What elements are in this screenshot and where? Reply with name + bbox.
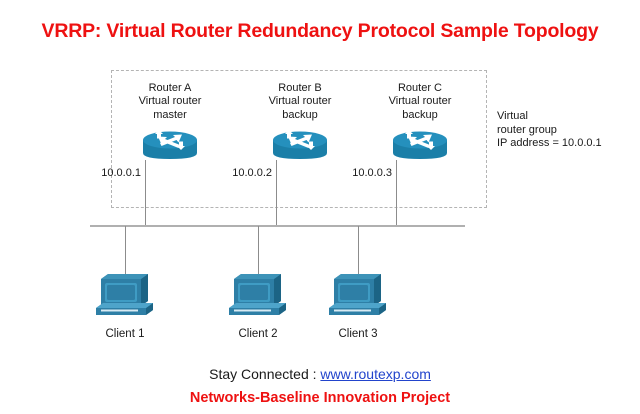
router-icon <box>393 129 447 159</box>
virtual-router-group-box <box>111 70 487 208</box>
router-a-role-line-2: master <box>153 108 187 121</box>
router-b-role-line-1: Virtual router <box>268 95 332 108</box>
router-icon <box>273 129 327 159</box>
workstation-icon <box>229 274 286 315</box>
group-caption-line-1: Virtual <box>497 110 528 122</box>
page-title: VRRP: Virtual Router Redundancy Protocol… <box>41 20 599 42</box>
virtual-router-group-caption: Virtual router group IP address = 10.0.0… <box>497 110 602 151</box>
router-b-name: Router B <box>278 82 322 94</box>
client-node-2: Client 2 <box>198 272 318 340</box>
router-a-role-line-1: Virtual router <box>138 95 202 108</box>
client-node-3: Client 3 <box>298 272 418 340</box>
link-router-b-to-bus <box>276 160 277 226</box>
group-caption-line-2: router group <box>497 123 557 136</box>
shared-ethernet-bus <box>90 225 465 227</box>
link-router-c-to-bus <box>396 160 397 226</box>
router-c-role-line-2: backup <box>402 108 438 121</box>
client-node-1: Client 1 <box>65 272 185 340</box>
group-caption-line-3: IP address = 10.0.0.1 <box>497 137 602 149</box>
router-c-ip-label: 10.0.0.3 <box>352 167 392 179</box>
client-1-label: Client 1 <box>105 328 145 340</box>
client-3-label: Client 3 <box>338 328 378 340</box>
router-b-role-line-2: backup <box>282 108 318 121</box>
router-icon <box>143 129 197 159</box>
workstation-icon <box>329 274 386 315</box>
workstation-icon <box>96 274 153 315</box>
link-router-a-to-bus <box>145 160 146 226</box>
router-node-c: Router C Virtual router backup <box>355 82 485 166</box>
link-bus-to-client-3 <box>358 226 359 276</box>
footer-stay-connected-text: Stay Connected : <box>209 366 321 382</box>
router-c-name: Router C <box>397 82 443 94</box>
router-node-a: Router A Virtual router master <box>105 82 235 166</box>
footer-stay-connected: Stay Connected : www.routexp.com <box>0 366 640 382</box>
router-node-b: Router B Virtual router backup <box>235 82 365 166</box>
link-bus-to-client-1 <box>125 226 126 276</box>
router-c-role-line-1: Virtual router <box>388 95 452 108</box>
website-link[interactable]: www.routexp.com <box>320 366 431 382</box>
client-2-label: Client 2 <box>238 328 278 340</box>
footer-project-name: Networks-Baseline Innovation Project <box>189 390 451 406</box>
router-a-name: Router A <box>148 82 192 94</box>
router-a-ip-label: 10.0.0.1 <box>101 167 141 179</box>
router-b-ip-label: 10.0.0.2 <box>232 167 272 179</box>
link-bus-to-client-2 <box>258 226 259 276</box>
